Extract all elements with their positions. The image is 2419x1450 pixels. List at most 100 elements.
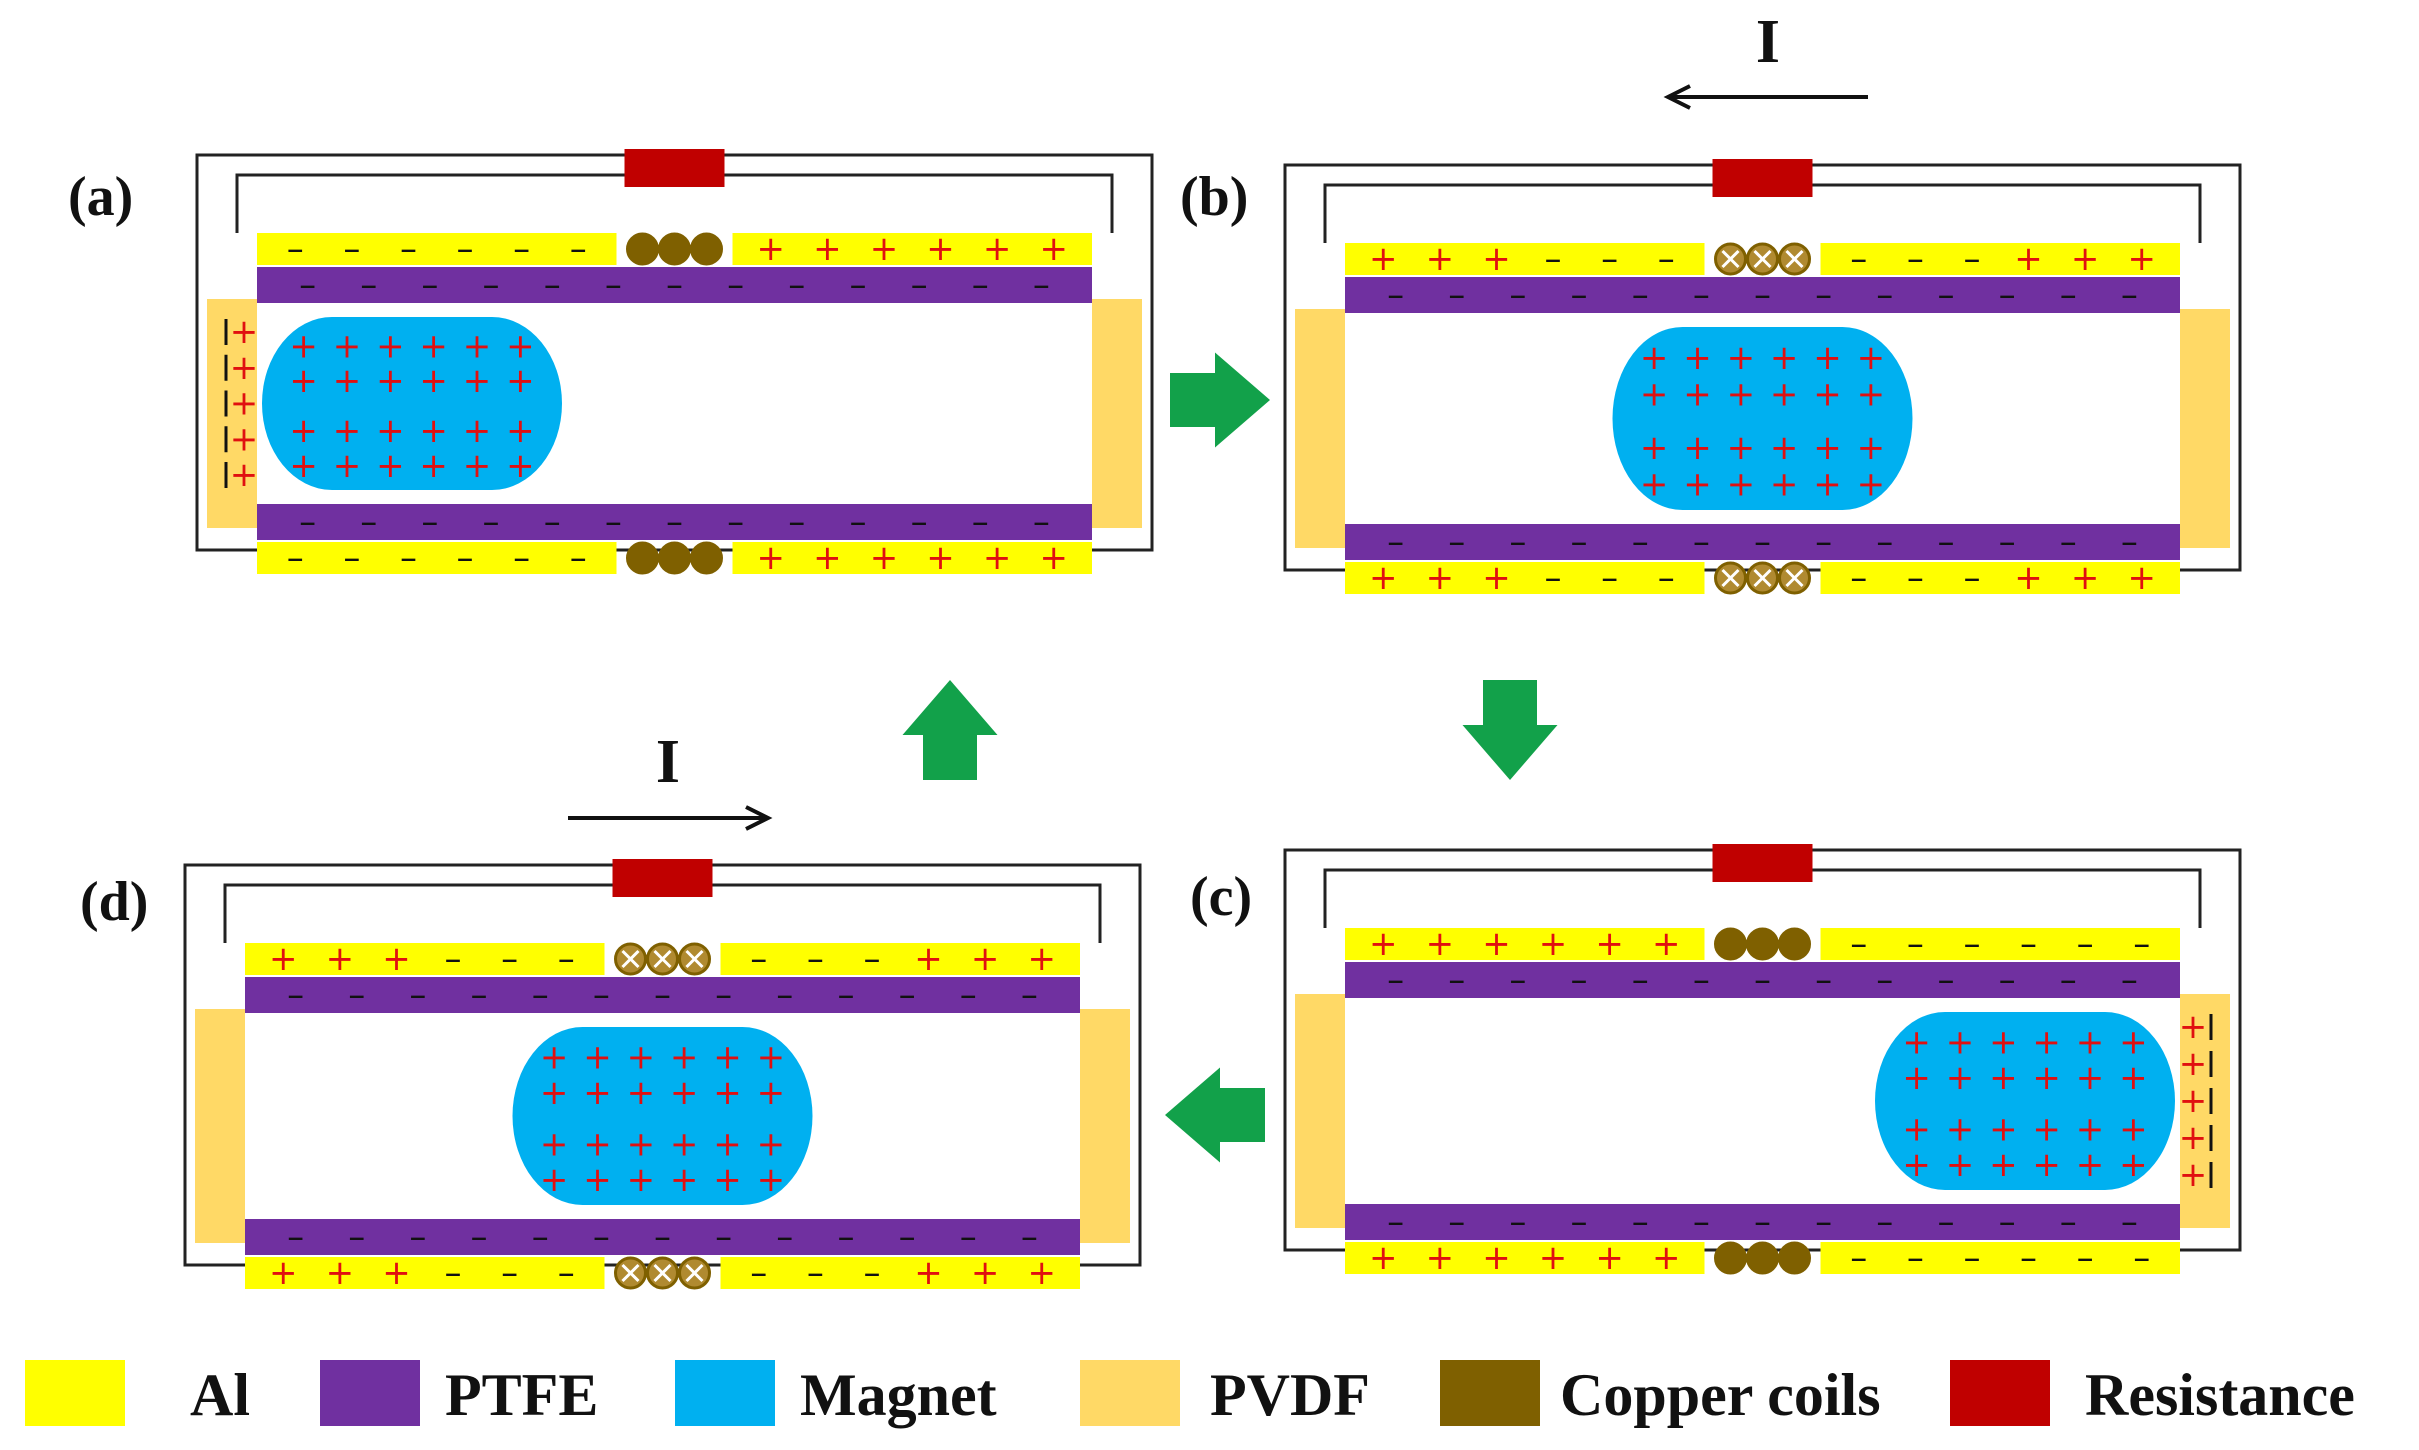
coil-cross-mark [685,949,704,969]
negative-charge: – [1545,558,1562,598]
negative-charge: – [1693,960,1710,1000]
positive-charge: + [333,411,362,451]
negative-charge: – [343,538,360,578]
positive-charge: + [2119,1022,2148,1062]
negative-charge: – [899,975,916,1015]
negative-charge: – [1448,1202,1465,1242]
al-electrode-bottom-left [245,1257,605,1289]
al-electrode-bottom-left [1345,562,1705,594]
positive-charge: + [2032,1022,2061,1062]
panel-a: ––––––++++++––––––++++++––––––––––––––––… [68,149,1154,578]
positive-charge: + [1539,1238,1568,1278]
positive-charge: + [2032,1145,2061,1185]
negative-charge: – [1963,1238,1980,1278]
positive-charge: + [463,361,492,401]
negative-charge: – [1632,960,1649,1000]
negative-charge: – [788,502,805,542]
negative-charge: – [1963,924,1980,964]
negative-charge: – [1937,522,1954,562]
negative-charge: – [1509,1202,1526,1242]
positive-charge: + [870,229,899,269]
al-electrode-top-right [720,943,1080,975]
positive-charge: + [540,1037,569,1077]
positive-charge: + [757,1073,786,1113]
positive-charge: + [1770,375,1799,415]
positive-charge: + [1482,558,1511,598]
ptfe-layer-top [1345,962,2180,998]
positive-charge: + [2179,1118,2208,1158]
flow-arrow-b-to-c [1462,680,1558,780]
negative-charge: – [654,1217,671,1257]
negative-charge: – [1876,522,1893,562]
positive-charge: + [540,1160,569,1200]
negative-charge: – [445,939,462,979]
negative-charge: – [471,975,488,1015]
panel-c: ++++++––––––++++++––––––––––––––––––––––… [1190,844,2242,1278]
positive-charge: + [376,361,405,401]
flow-arrow-c-to-d [1165,1067,1265,1163]
negative-charge: – [1754,275,1771,315]
positive-charge: + [1813,428,1842,468]
positive-charge: + [627,1160,656,1200]
panel-label: (a) [68,166,133,228]
positive-charge: + [627,1124,656,1164]
ptfe-layer-bottom [1345,524,2180,560]
negative-charge: – [1448,522,1465,562]
positive-charge: + [333,361,362,401]
negative-charge: – [483,502,500,542]
negative-charge: – [807,1253,824,1293]
negative-charge: – [343,229,360,269]
negative-charge: – [788,265,805,305]
panels: ––––––++++++––––––++++++––––––––––––––––… [68,8,2242,1293]
pvdf-block-right [1092,299,1142,528]
al-electrode-top-left [257,233,617,265]
negative-charge: – [1509,960,1526,1000]
current-arrow-head [745,805,773,831]
negative-charge: – [750,939,767,979]
legend-swatch [675,1360,775,1426]
positive-charge: + [463,446,492,486]
negative-charge: – [1571,522,1588,562]
positive-charge: + [1989,1022,2018,1062]
positive-charge: + [1902,1109,1931,1149]
negative-charge: – [1571,960,1588,1000]
pvdf-block-left [1295,309,1345,548]
negative-charge: – [727,265,744,305]
negative-charge: – [1387,275,1404,315]
negative-charge: – [715,1217,732,1257]
negative-charge: – [544,265,561,305]
negative-charge: – [570,538,587,578]
legend-item-pvdf: PVDF [1080,1360,1370,1428]
copper-coil [1746,927,1779,961]
positive-charge: + [1770,464,1799,504]
positive-charge: + [2119,1109,2148,1149]
negative-charge: – [1693,275,1710,315]
positive-charge: + [914,939,943,979]
positive-charge: + [627,1037,656,1077]
positive-charge: + [1369,924,1398,964]
negative-charge: – [1632,275,1649,315]
current-arrow-head [1663,84,1691,110]
negative-charge: – [457,229,474,269]
negative-charge: – [849,265,866,305]
coil-cross-mark [1785,249,1804,269]
negative-charge: – [1999,1202,2016,1242]
positive-charge: + [757,1037,786,1077]
al-electrode-bottom-right [1820,562,2180,594]
copper-coil [1714,927,1747,961]
negative-charge: – [513,538,530,578]
positive-charge: + [289,411,318,451]
positive-charge: + [813,229,842,269]
ptfe-layer-bottom [245,1219,1080,1255]
positive-charge: + [463,326,492,366]
positive-charge: + [382,1253,411,1293]
legend-label: PVDF [1210,1362,1370,1428]
positive-charge: + [2032,1058,2061,1098]
positive-charge: + [1369,558,1398,598]
current-arrow [1663,84,1868,110]
positive-charge: + [1770,338,1799,378]
positive-charge: + [1770,428,1799,468]
negative-charge: – [287,1217,304,1257]
